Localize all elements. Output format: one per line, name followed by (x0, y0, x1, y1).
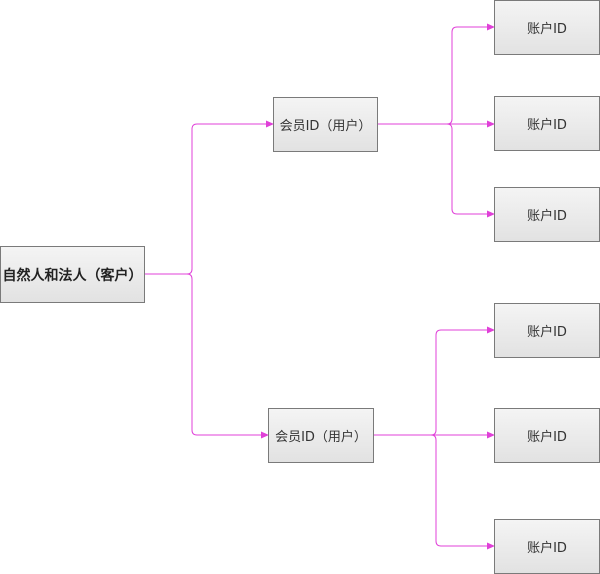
account-node-1-3[interactable]: 账户ID (494, 187, 600, 242)
edge-member-1-to-account-1 (378, 23, 495, 125)
account-node-1-1[interactable]: 账户ID (494, 0, 600, 55)
account-node-2-3[interactable]: 账户ID (494, 519, 600, 574)
edge-member-1-to-account-3 (378, 123, 495, 218)
member-node-1[interactable]: 会员ID（用户） (273, 97, 378, 152)
account-node-1-2[interactable]: 账户ID (494, 96, 600, 151)
edge-root-to-member-2 (145, 273, 269, 439)
account-node-2-1[interactable]: 账户ID (494, 303, 600, 358)
account-node-2-2[interactable]: 账户ID (494, 408, 600, 463)
edge-member-2-to-account-1 (374, 326, 495, 436)
edge-member-2-to-account-3 (374, 434, 495, 550)
edge-root-to-member-1 (145, 120, 274, 275)
member-node-2[interactable]: 会员ID（用户） (268, 408, 374, 463)
root-node-customer[interactable]: 自然人和法人（客户） (0, 246, 145, 303)
